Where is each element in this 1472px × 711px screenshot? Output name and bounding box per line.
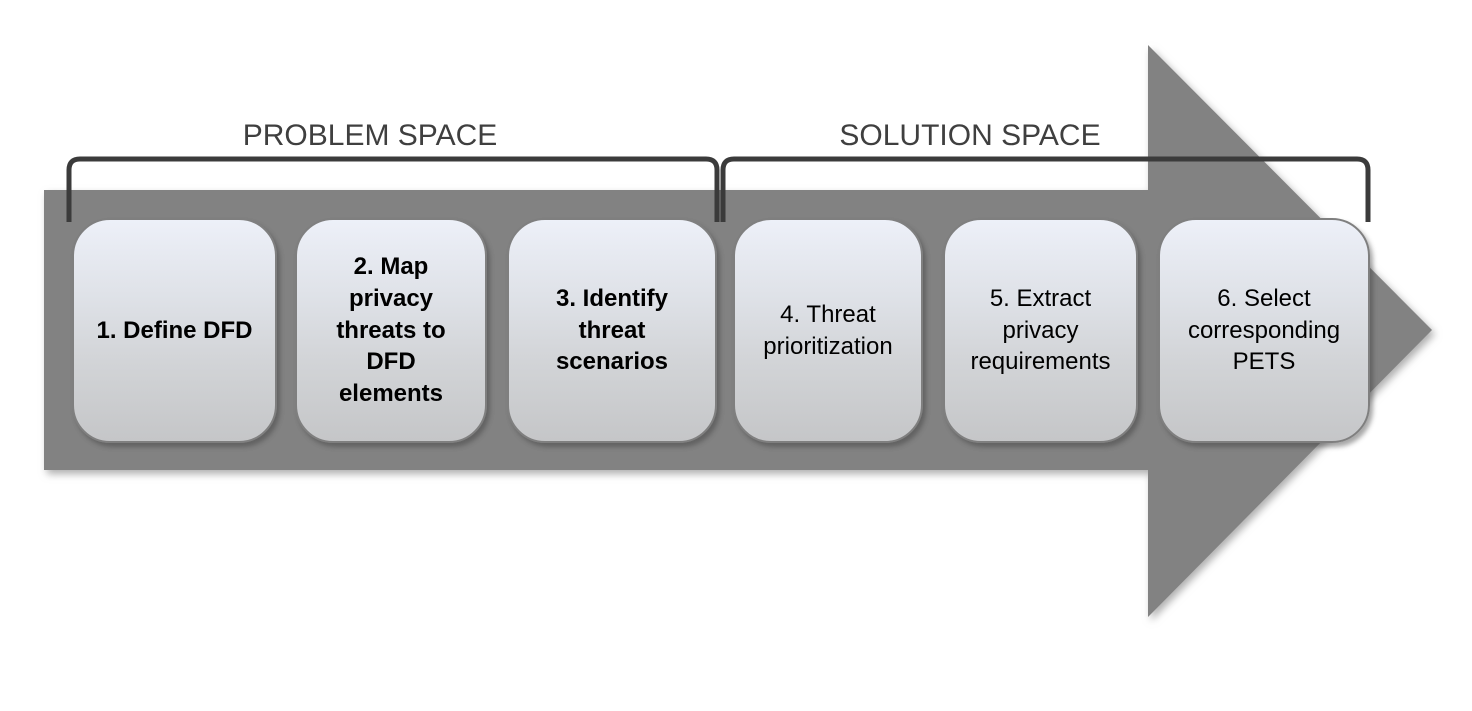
solution-space-label: SOLUTION SPACE — [839, 119, 1101, 152]
step-box-extract-privacy-requirements: 5. Extract privacy requirements — [943, 218, 1138, 443]
step-label: 3. Identify threat scenarios — [555, 284, 669, 376]
step-box-select-corresponding-pets: 6. Select corresponding PETS — [1158, 218, 1370, 443]
solution-space-bracket — [720, 156, 1371, 222]
step-label: 4. Threat prioritization — [763, 300, 893, 360]
step-label: 2. Map privacy threats to DFD elements — [336, 253, 446, 407]
problem-space-label: PROBLEM SPACE — [242, 119, 498, 152]
step-box-map-privacy-threats: 2. Map privacy threats to DFD elements — [295, 218, 487, 443]
problem-space-bracket — [66, 156, 720, 222]
step-box-identify-threat-scenarios: 3. Identify threat scenarios — [507, 218, 717, 443]
step-label: 1. Define DFD — [96, 316, 253, 344]
step-box-define-dfd: 1. Define DFD — [72, 218, 277, 443]
step-label: 6. Select corresponding PETS — [1187, 284, 1341, 376]
step-label: 5. Extract privacy requirements — [970, 284, 1111, 376]
step-box-threat-prioritization: 4. Threat prioritization — [733, 218, 923, 443]
